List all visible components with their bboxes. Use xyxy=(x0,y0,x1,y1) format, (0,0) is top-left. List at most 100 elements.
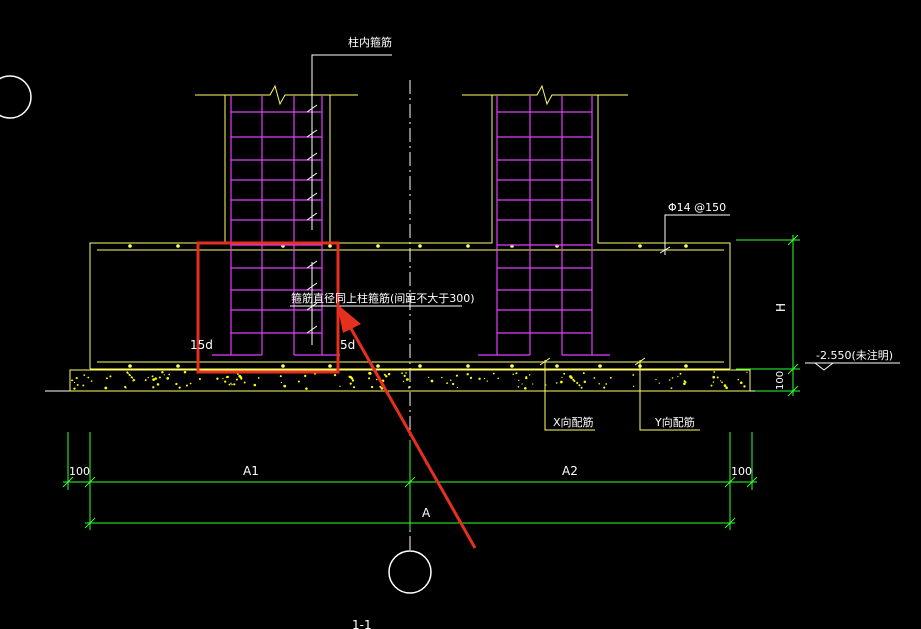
bedding-dot xyxy=(109,375,112,378)
bedding-dot xyxy=(570,376,573,380)
rebar-dot xyxy=(418,244,422,248)
rebar-dot xyxy=(128,364,132,368)
bedding-dot xyxy=(456,386,459,389)
dim-a2-label: A2 xyxy=(562,464,578,478)
bedding-dot xyxy=(349,382,352,385)
rebar-dot xyxy=(466,244,470,248)
rebar-dot xyxy=(555,364,559,368)
bedding-dot xyxy=(573,379,576,383)
section-mark-label: 1-1 xyxy=(352,618,372,629)
bedding-dot xyxy=(402,380,405,383)
bedding-dot xyxy=(406,378,409,381)
right-anchor-label: 5d xyxy=(340,338,355,352)
bedding-dot xyxy=(525,376,528,380)
bedding-dot xyxy=(283,384,287,388)
bedding-dot xyxy=(83,374,86,376)
bedding-dot xyxy=(712,375,716,379)
bedding-dot xyxy=(383,373,386,376)
bedding-dot xyxy=(679,372,682,375)
bedding-dot xyxy=(560,380,563,384)
bedding-dot xyxy=(710,384,713,387)
bedding-dot xyxy=(156,383,160,386)
bedding-dot xyxy=(151,375,154,378)
bedding-dot xyxy=(428,376,430,379)
bedding-dot xyxy=(478,377,481,381)
column-cage-right xyxy=(478,95,610,356)
bedding-dot xyxy=(430,379,434,383)
column-stirrup-label: 柱内箍筋 xyxy=(348,35,392,49)
bedding-dot xyxy=(721,381,723,384)
bedding-dot xyxy=(235,378,238,381)
bedding-dot xyxy=(216,377,219,380)
rebar-dot xyxy=(598,364,602,368)
bedding-dot xyxy=(518,379,520,382)
bedding-dot xyxy=(740,382,743,384)
bedding-dot xyxy=(561,376,563,379)
bedding-dot xyxy=(152,386,155,389)
bedding-dot xyxy=(370,385,374,389)
dim-right-edge-label: 100 xyxy=(731,465,752,478)
column-cage-left xyxy=(212,95,340,356)
bedding-dot xyxy=(152,378,155,381)
bedding-dot xyxy=(333,373,337,377)
foundation-outline-right xyxy=(597,95,731,369)
bedding-dot xyxy=(497,377,500,380)
bedding-dot xyxy=(90,380,93,382)
bedding-dot xyxy=(183,370,187,374)
bedding-dot xyxy=(517,386,520,388)
bedding-dot xyxy=(144,379,147,382)
bedding-dot xyxy=(677,375,679,378)
bedding-dot xyxy=(368,377,371,380)
bedding-dot xyxy=(368,371,371,375)
bedding-dot xyxy=(178,386,181,389)
bedding-dot xyxy=(76,383,79,386)
bedding-dot xyxy=(524,387,527,390)
bedding-dot xyxy=(670,387,673,390)
rebar-dot xyxy=(176,364,180,368)
bedding-dot xyxy=(387,372,391,376)
bottom-dimensions xyxy=(62,432,758,530)
bedding-dot xyxy=(583,380,587,384)
bedding-dot xyxy=(230,382,232,385)
bedding-dot xyxy=(224,380,227,383)
bedding-dot xyxy=(222,377,224,380)
bedding-dot xyxy=(297,380,300,383)
bedding-dot xyxy=(279,375,282,378)
annotation-arrow-shaft xyxy=(343,317,477,549)
bedding-dot xyxy=(163,374,165,376)
bedding-dot xyxy=(492,372,495,375)
highlight-box xyxy=(196,241,340,374)
bedding-dot xyxy=(580,386,583,389)
bedding-dot xyxy=(528,374,531,376)
bedding-dot xyxy=(166,377,170,380)
bedding-dot xyxy=(632,374,635,376)
bedding-dot xyxy=(743,385,746,388)
bedding-dot xyxy=(104,386,108,390)
bedding-dot xyxy=(593,377,596,379)
bedding-dot xyxy=(451,382,455,386)
dim-a1-label: A1 xyxy=(243,464,259,478)
dim-left-edge-label: 100 xyxy=(69,465,90,478)
bedding-dot xyxy=(598,383,601,385)
bedding-dot xyxy=(147,376,149,379)
bedding-dot xyxy=(305,387,308,390)
bedding-dot xyxy=(450,379,452,382)
bedding-dot xyxy=(486,380,488,382)
bedding-dot xyxy=(71,379,74,382)
bedding-dot xyxy=(375,378,378,381)
bedding-dot xyxy=(350,377,354,380)
bedding-dot xyxy=(131,377,134,379)
column-break-left xyxy=(195,84,358,106)
bedding-dot xyxy=(408,386,411,389)
bedding-dot xyxy=(446,382,449,385)
bedding-dot xyxy=(87,376,90,379)
rebar-dot xyxy=(466,364,470,368)
bedding-dot xyxy=(605,383,608,385)
bedding-dot xyxy=(257,377,260,379)
bedding-dot xyxy=(189,382,192,385)
bedding-dot xyxy=(555,382,558,384)
x-bars-label: X向配筋 xyxy=(553,415,594,429)
bedding-dot xyxy=(231,383,233,386)
bedding-dot xyxy=(671,377,674,379)
